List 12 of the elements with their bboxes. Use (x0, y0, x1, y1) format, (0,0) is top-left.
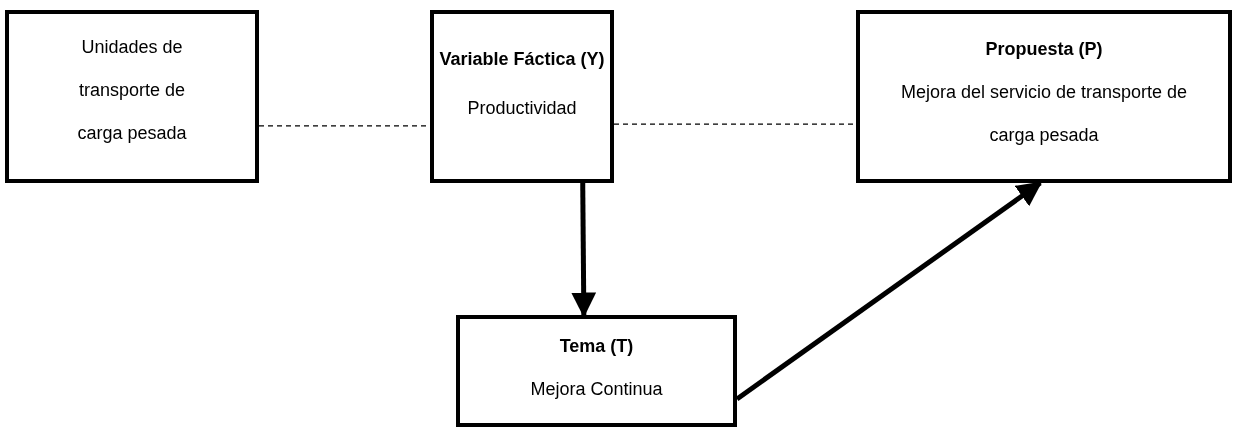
arrow (571, 182, 597, 318)
box (456, 315, 737, 427)
box (430, 10, 614, 183)
box-heading: Tema (T) (559, 335, 634, 358)
box-text: Mejora del servicio de transporte de carga pesada (899, 81, 1189, 147)
box-text: Productividad (467, 97, 577, 120)
box-heading: Variable Fáctica (Y) (439, 48, 605, 71)
box-text: Mejora Continua (530, 378, 663, 401)
box (5, 10, 259, 183)
box-heading: Propuesta (P) (985, 38, 1103, 61)
box-text: Unidades de transporte de carga pesada (76, 36, 188, 145)
box (856, 10, 1232, 183)
